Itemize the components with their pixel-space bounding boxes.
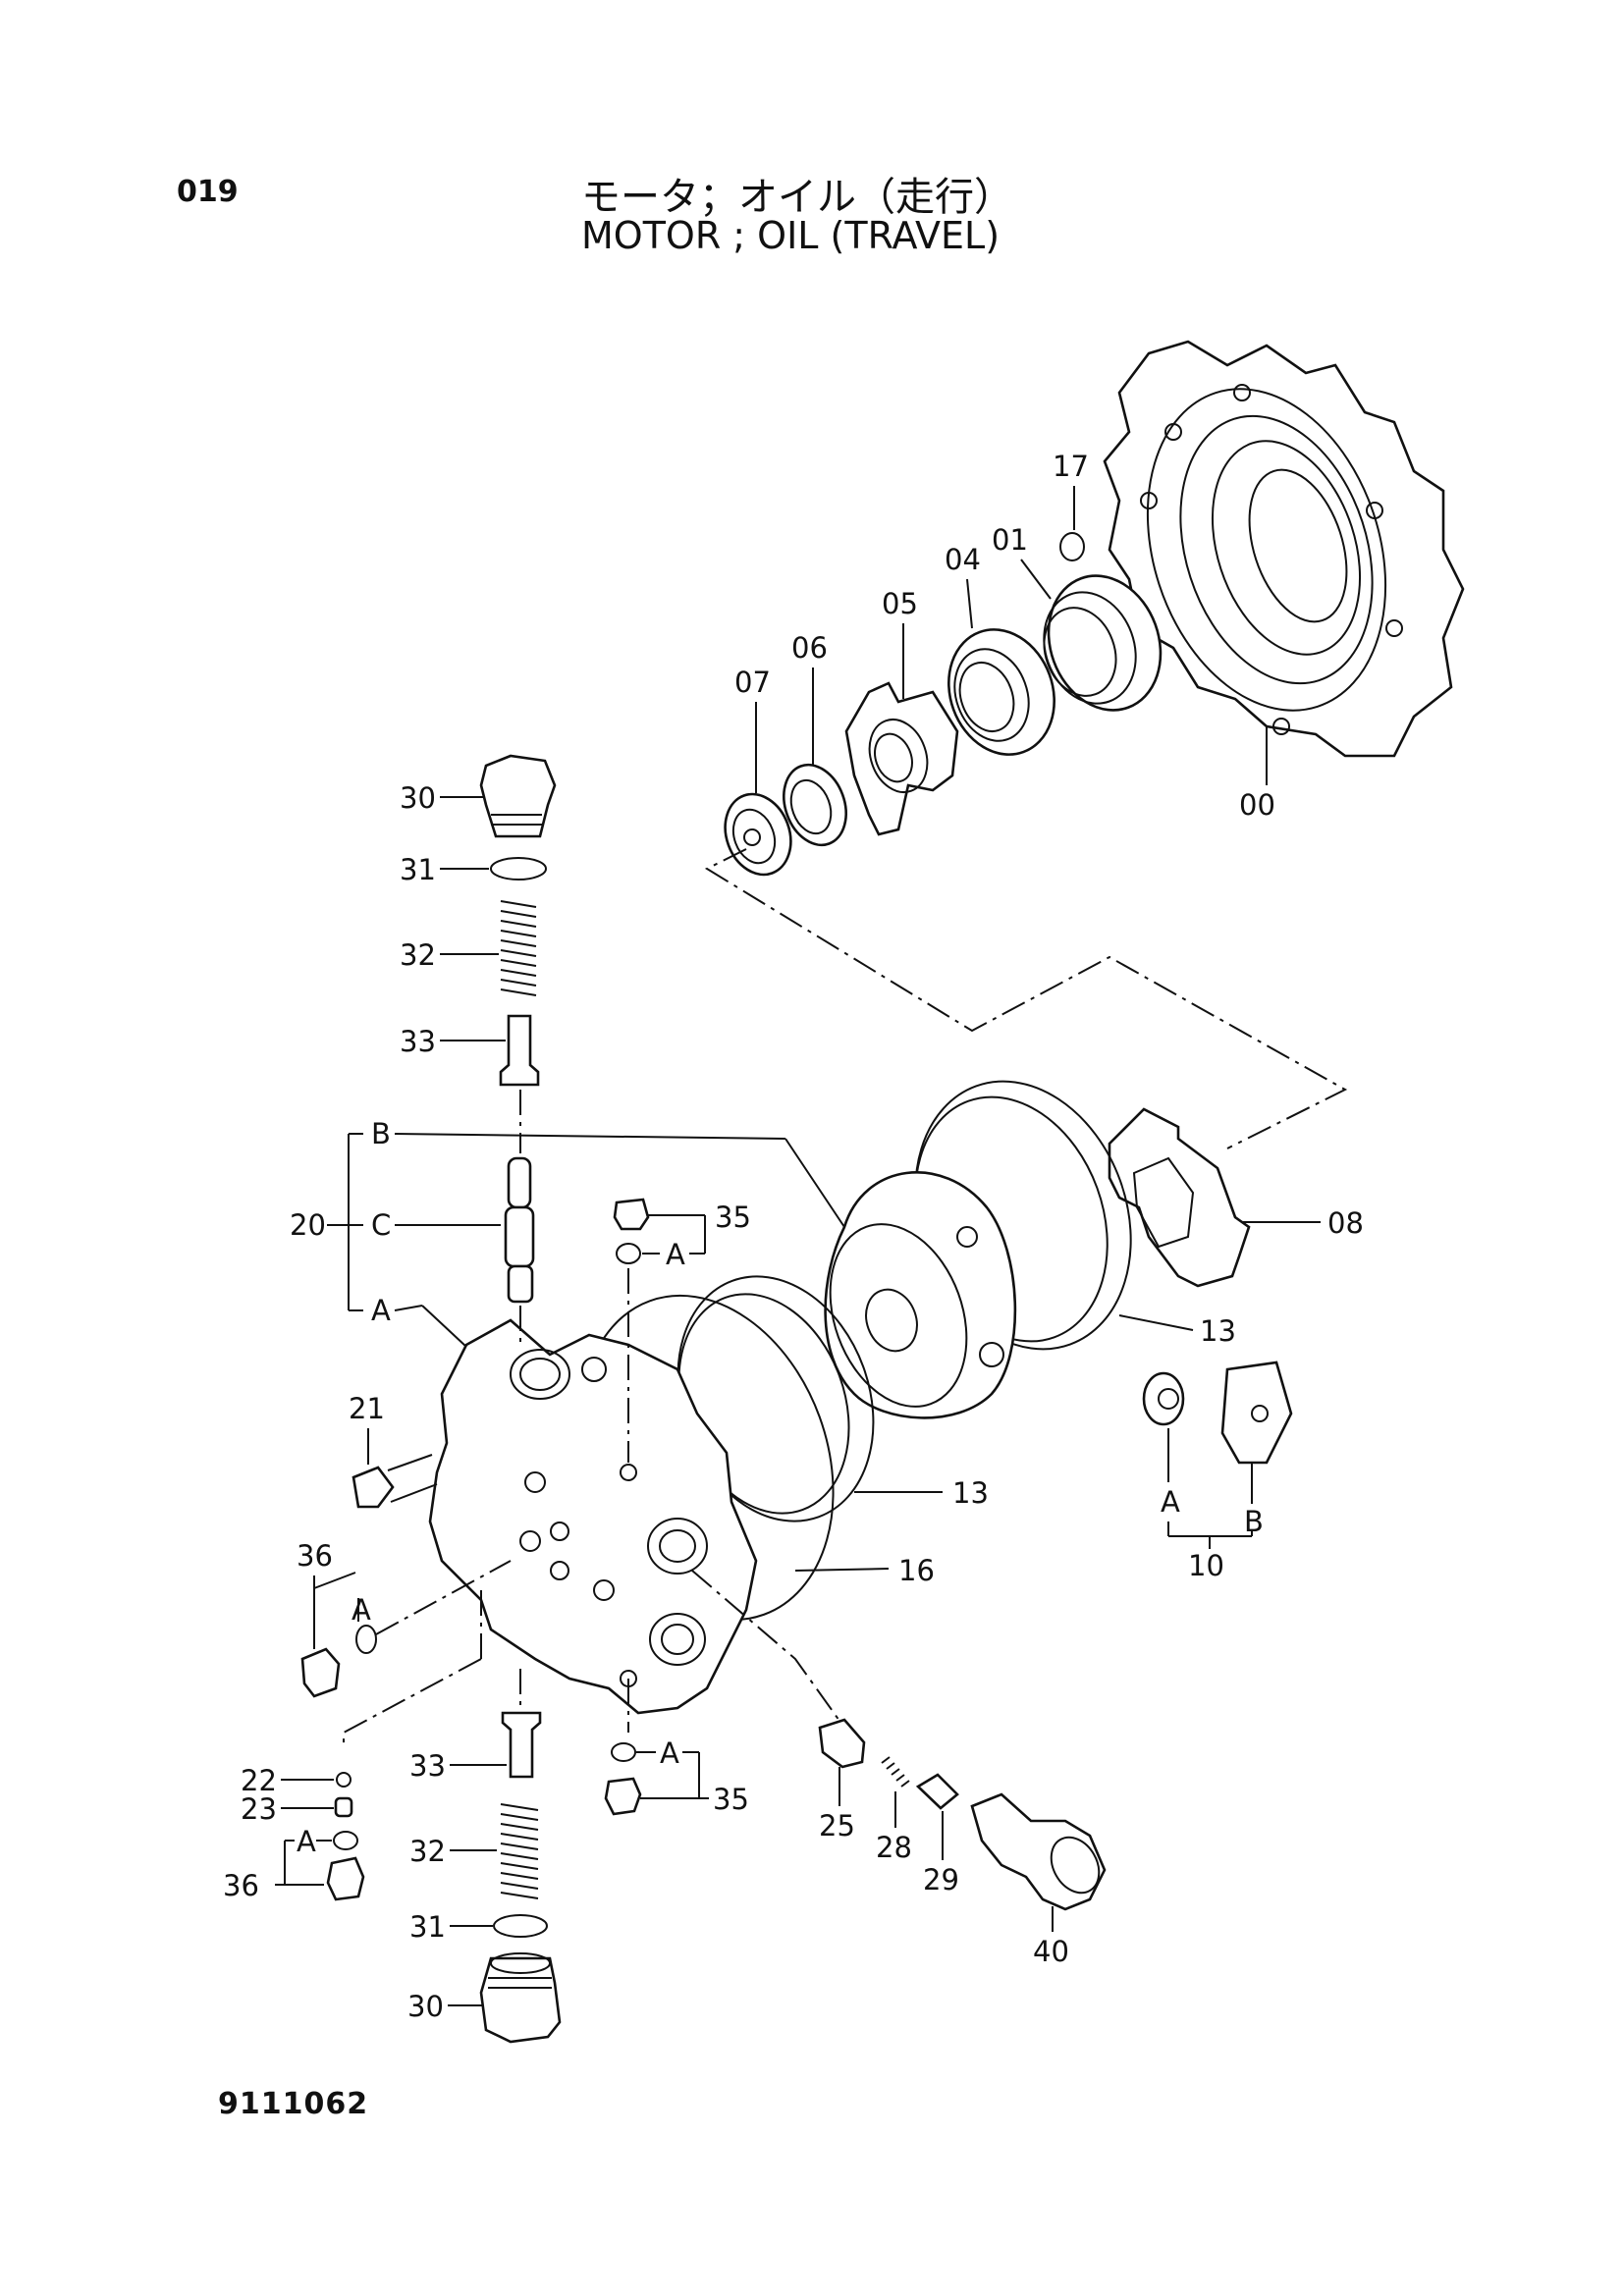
part-00-housing[interactable] <box>1103 340 1465 758</box>
callout-06: 06 <box>791 631 828 665</box>
assembly-chain-line <box>704 848 1348 1149</box>
callout-31-bottom: 31 <box>409 1910 446 1944</box>
callout-32-bottom: 32 <box>409 1835 446 1868</box>
callout-31-top: 31 <box>400 853 436 886</box>
part-17-o-ring[interactable] <box>1059 532 1085 561</box>
callout-23: 23 <box>241 1792 277 1826</box>
part-08-plate[interactable] <box>1108 1107 1251 1288</box>
part-32-spring-bottom[interactable] <box>500 1803 539 1899</box>
callout-10-a: A <box>1161 1485 1180 1519</box>
part-28-spring[interactable] <box>881 1756 910 1788</box>
part-05-coupling[interactable] <box>844 681 959 836</box>
callout-28: 28 <box>876 1831 912 1864</box>
callout-01: 01 <box>992 523 1028 557</box>
callout-04: 04 <box>945 543 981 576</box>
callout-20-c: C <box>371 1208 391 1242</box>
cylinder-block[interactable] <box>806 1171 1017 1425</box>
callout-08: 08 <box>1327 1206 1364 1240</box>
page-code: 019 <box>177 175 239 209</box>
part-35-plug-lower[interactable] <box>604 1742 642 1816</box>
callout-32-top: 32 <box>400 938 436 972</box>
callout-10: 10 <box>1188 1549 1224 1582</box>
part-31-o-ring-bottom[interactable] <box>493 1914 548 1938</box>
part-29-poppet[interactable] <box>915 1773 959 1810</box>
callout-33-top: 33 <box>400 1025 436 1058</box>
callout-20-b: B <box>371 1117 391 1150</box>
callout-35-lower-a: A <box>660 1736 679 1770</box>
callout-30-top: 30 <box>400 781 436 815</box>
valve-body[interactable] <box>428 1318 758 1715</box>
callout-07: 07 <box>734 666 771 699</box>
part-22-ball[interactable] <box>336 1772 352 1788</box>
part-30-plug-bottom[interactable] <box>479 1952 562 2044</box>
title-english: MOTOR ; OIL (TRAVEL) <box>581 214 1001 257</box>
axis-line-25 <box>691 1570 845 1729</box>
part-30-plug-top[interactable] <box>479 754 557 838</box>
part-33-piston-top[interactable] <box>499 1014 540 1087</box>
callout-30-bottom: 30 <box>407 1990 444 2023</box>
document-number: 9111062 <box>218 2087 369 2121</box>
part-25-seat[interactable] <box>818 1718 866 1769</box>
callout-22: 22 <box>241 1764 277 1797</box>
callout-21: 21 <box>349 1392 385 1425</box>
callout-36-lower: 36 <box>223 1869 259 1902</box>
part-31-o-ring-top[interactable] <box>490 857 547 881</box>
axis-line-22 <box>343 1658 482 1747</box>
callout-10-b: B <box>1244 1505 1264 1538</box>
title-japanese: モータ；オイル（走行） <box>581 175 1013 220</box>
callout-36-lower-a: A <box>297 1825 316 1858</box>
callout-35-lower: 35 <box>713 1783 749 1816</box>
callout-35-upper-a: A <box>666 1238 685 1271</box>
callout-20-a: A <box>371 1294 391 1327</box>
part-06-ring[interactable] <box>773 756 856 853</box>
callout-29: 29 <box>923 1863 959 1896</box>
callout-05: 05 <box>882 587 918 620</box>
part-23-set-screw[interactable] <box>334 1796 353 1818</box>
part-32-spring-top[interactable] <box>500 900 537 996</box>
part-35-plug-upper[interactable] <box>613 1198 650 1264</box>
callout-16: 16 <box>898 1554 935 1587</box>
part-36-plug-lower[interactable] <box>326 1831 365 1901</box>
callout-17: 17 <box>1053 450 1089 483</box>
part-20-spool-b[interactable] <box>507 1156 532 1209</box>
callout-40: 40 <box>1033 1935 1069 1968</box>
part-20-spool-c[interactable] <box>504 1205 535 1304</box>
callout-36-upper-a: A <box>352 1593 371 1627</box>
part-40-relief-valve[interactable] <box>970 1792 1109 1911</box>
part-04-bearing[interactable] <box>932 614 1071 770</box>
part-01-floating-seal[interactable] <box>1029 560 1179 725</box>
callout-33-bottom: 33 <box>409 1749 446 1783</box>
part-10-piston-assembly[interactable] <box>1142 1361 1293 1465</box>
callout-36-upper: 36 <box>297 1539 333 1573</box>
callout-20: 20 <box>290 1208 326 1242</box>
part-07-bearing[interactable] <box>715 785 802 884</box>
part-33-piston-bottom[interactable] <box>501 1711 542 1779</box>
callout-35-upper: 35 <box>715 1201 751 1234</box>
callout-13-lower: 13 <box>952 1476 989 1510</box>
callout-25: 25 <box>819 1809 855 1842</box>
callout-00: 00 <box>1239 788 1275 822</box>
part-36-plug-upper[interactable] <box>300 1625 377 1698</box>
callout-13-upper: 13 <box>1200 1314 1236 1348</box>
part-21-bolt[interactable] <box>352 1454 438 1509</box>
